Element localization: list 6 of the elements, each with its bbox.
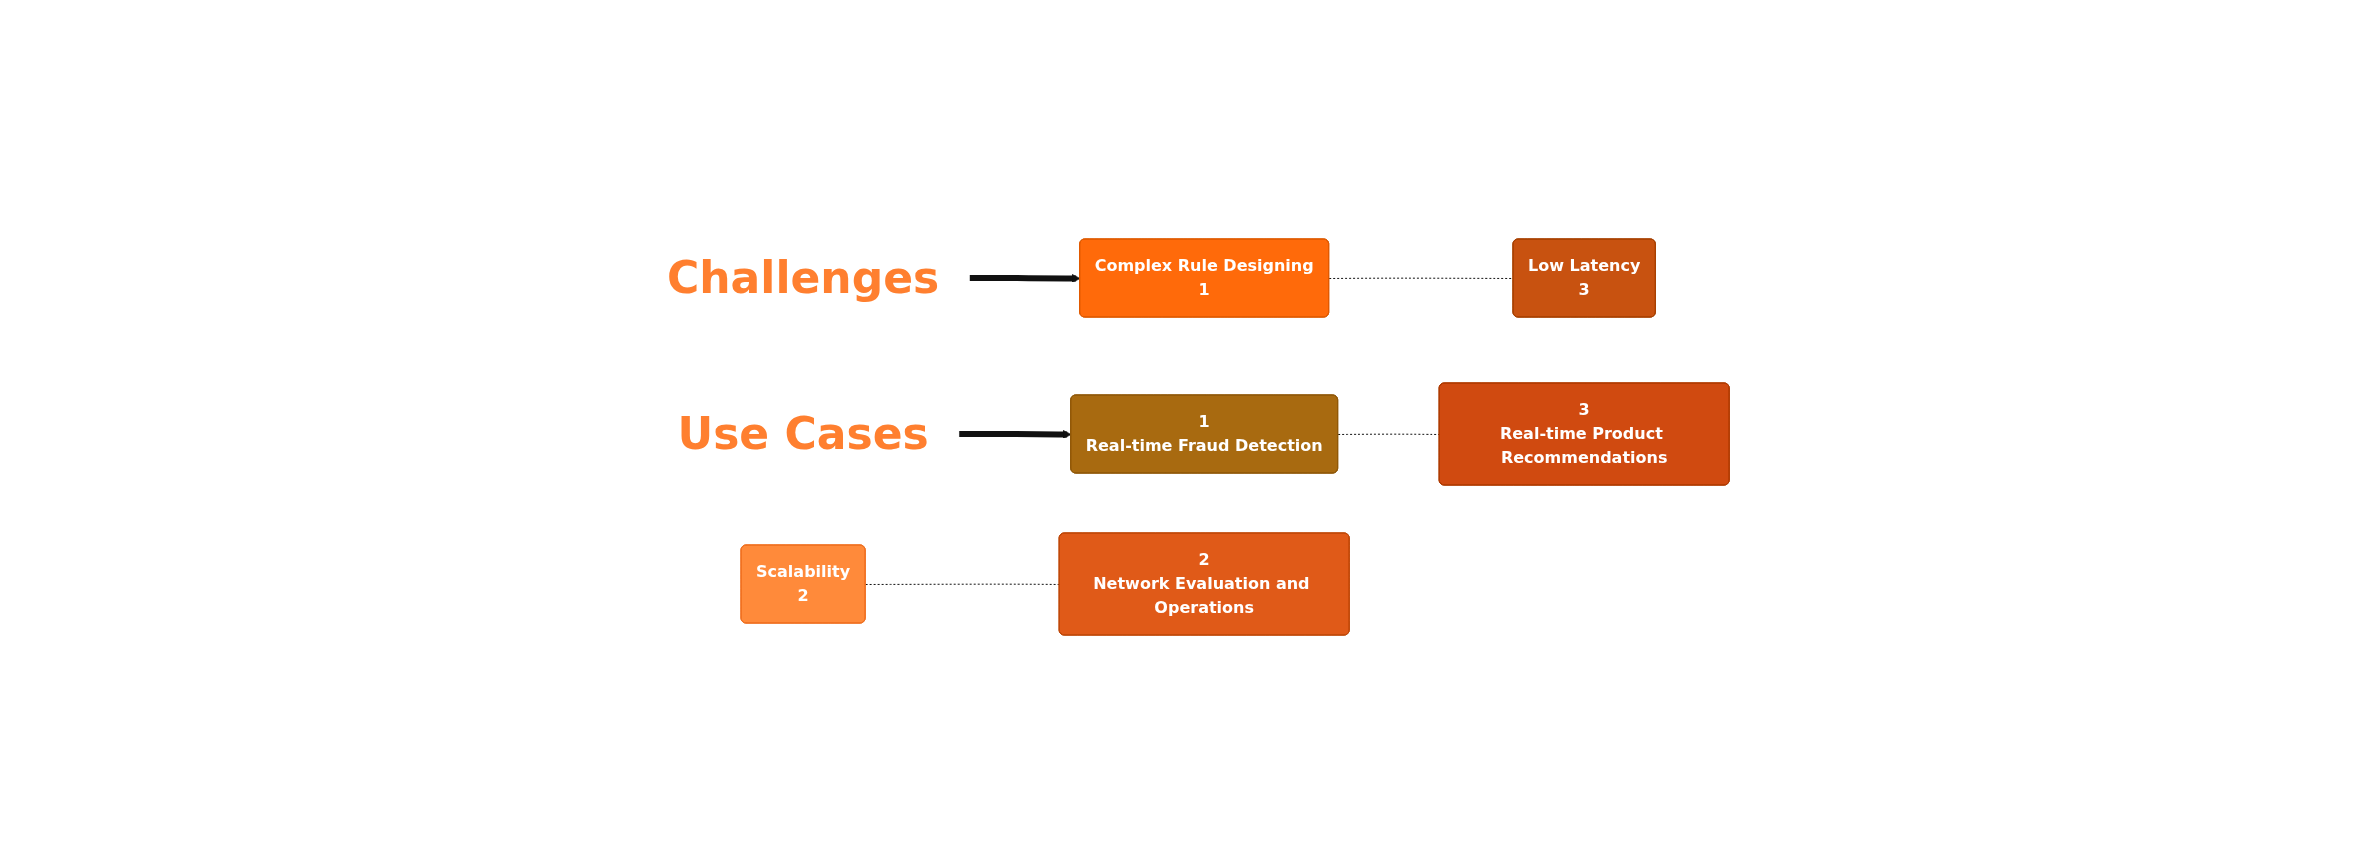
node-text: Challenges	[666, 252, 940, 303]
node-text: Use Cases	[677, 408, 929, 459]
connector	[1328, 277, 1514, 279]
arrow	[958, 430, 1072, 439]
connector	[865, 583, 1061, 585]
arrow	[969, 274, 1081, 283]
